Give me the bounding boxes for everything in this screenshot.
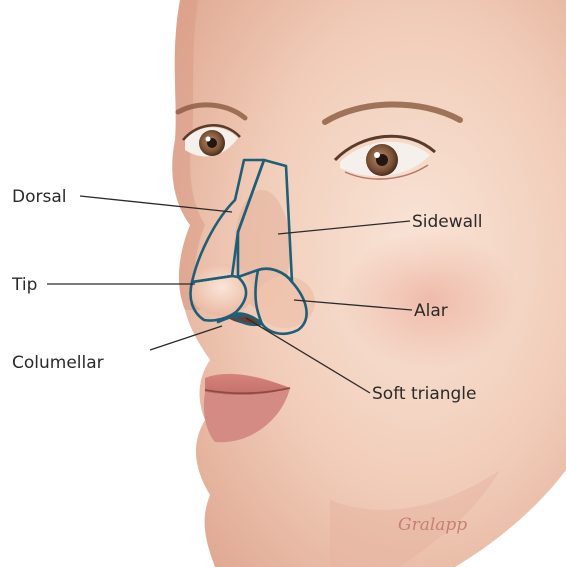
label-soft-triangle: Soft triangle	[372, 384, 477, 404]
label-alar: Alar	[414, 301, 448, 321]
artist-signature: Gralapp	[398, 515, 467, 535]
label-tip: Tip	[11, 275, 37, 295]
label-columellar: Columellar	[12, 353, 104, 373]
cheek-blush	[340, 230, 520, 370]
label-dorsal: Dorsal	[12, 187, 66, 207]
nose-tip-shading	[190, 264, 254, 316]
label-sidewall: Sidewall	[412, 212, 483, 232]
